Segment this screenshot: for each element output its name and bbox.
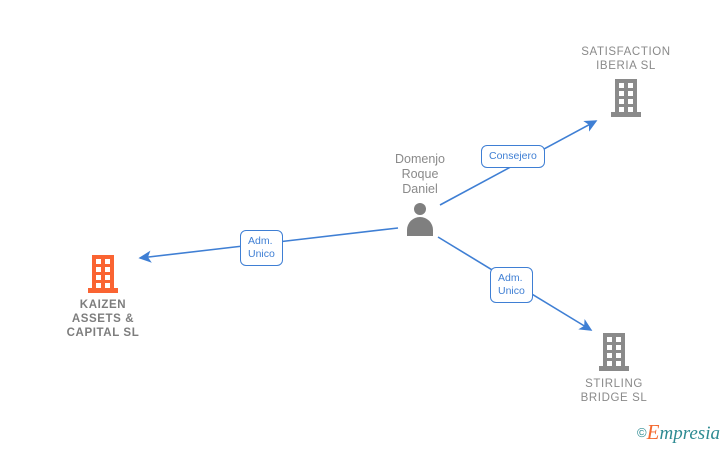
- building-icon: [611, 79, 641, 117]
- company-label-satisfaction-iberia: SATISFACTION IBERIA SL: [581, 46, 671, 72]
- copyright-icon: ©: [637, 425, 647, 440]
- company-node-kaizen-assets-capital[interactable]: KAIZEN ASSETS & CAPITAL SL: [43, 255, 163, 340]
- brand-initial: E: [646, 420, 660, 444]
- building-icon: [599, 333, 629, 371]
- edge-label-consejero[interactable]: Consejero: [481, 145, 545, 168]
- building-icon: [88, 255, 118, 293]
- brand-name: mpresia: [659, 423, 720, 444]
- company-node-satisfaction-iberia[interactable]: SATISFACTION IBERIA SL: [566, 45, 686, 117]
- person-name-label: Domenjo Roque Daniel: [394, 152, 446, 196]
- empresia-watermark: ©Empresia: [637, 422, 720, 444]
- company-label-kaizen-assets-capital: KAIZEN ASSETS & CAPITAL SL: [66, 299, 140, 339]
- person-node[interactable]: Domenjo Roque Daniel: [370, 152, 470, 236]
- edge-label-kaizen-adm-unico[interactable]: Adm. Unico: [240, 230, 283, 266]
- edge-label-stirling-adm-unico[interactable]: Adm. Unico: [490, 267, 533, 303]
- person-icon: [405, 203, 435, 236]
- company-node-stirling-bridge[interactable]: STIRLING BRIDGE SL: [554, 333, 674, 405]
- company-label-stirling-bridge: STIRLING BRIDGE SL: [580, 378, 648, 404]
